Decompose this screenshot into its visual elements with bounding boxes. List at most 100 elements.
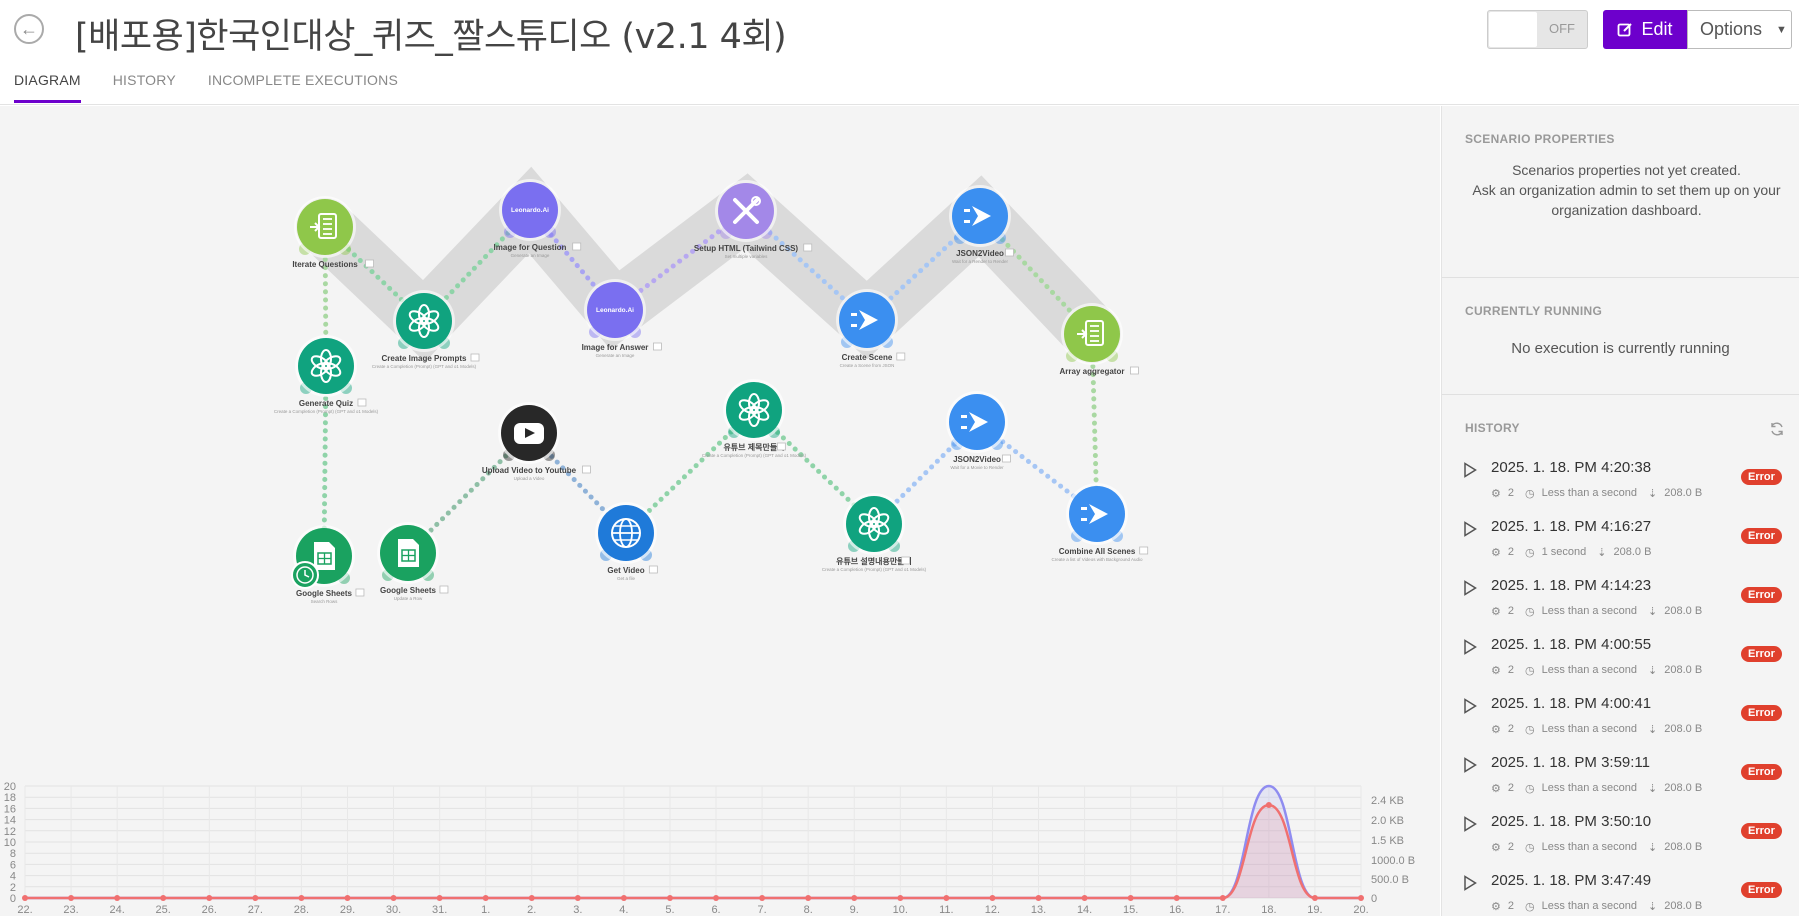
edit-button[interactable]: Edit <box>1603 10 1687 49</box>
history-item[interactable]: 2025. 1. 18. PM 4:16:27⚙2◷1 second⇣208.0… <box>1442 508 1799 567</box>
y-tick-label: 16 <box>4 803 16 815</box>
note-icon[interactable] <box>901 556 911 565</box>
edit-label: Edit <box>1641 19 1673 39</box>
history-item[interactable]: 2025. 1. 18. PM 4:00:55⚙2◷Less than a se… <box>1442 626 1799 685</box>
play-icon[interactable] <box>1463 521 1477 537</box>
note-icon[interactable] <box>896 352 906 361</box>
note-icon[interactable] <box>1005 248 1014 257</box>
clock-icon: ◷ <box>1525 547 1535 559</box>
note-icon[interactable] <box>803 243 813 252</box>
series-point <box>1173 895 1180 901</box>
data-size: 208.0 B <box>1664 723 1703 735</box>
history-item[interactable]: 2025. 1. 18. PM 3:50:10⚙2◷Less than a se… <box>1442 803 1799 862</box>
tab-history[interactable]: HISTORY <box>112 72 176 88</box>
play-icon[interactable] <box>1463 639 1477 655</box>
openai-icon <box>298 338 354 394</box>
history-item[interactable]: 2025. 1. 18. PM 3:47:49⚙2◷Less than a se… <box>1442 862 1799 916</box>
schedule-clock-icon[interactable] <box>291 561 319 589</box>
note-icon[interactable] <box>582 465 591 474</box>
tab-diagram[interactable]: DIAGRAM <box>14 72 81 103</box>
transfer-icon: ⇣ <box>1597 547 1607 559</box>
y2-tick-label: 1000.0 B <box>1371 855 1415 867</box>
status-badge: Error <box>1741 646 1782 662</box>
module-label: JSON2Video <box>956 249 1004 258</box>
play-icon[interactable] <box>1463 757 1477 773</box>
note-icon[interactable] <box>572 242 582 251</box>
tab-incomplete-executions[interactable]: INCOMPLETE EXECUTIONS <box>207 72 398 88</box>
leonardo-ai-icon <box>502 182 558 238</box>
play-icon[interactable] <box>1463 580 1477 596</box>
operations-icon: ⚙ <box>1491 606 1501 618</box>
module-connection[interactable] <box>321 363 329 559</box>
series-point <box>1265 802 1272 809</box>
module-label: Google Sheets <box>296 589 353 598</box>
note-icon[interactable] <box>653 342 662 351</box>
history-item[interactable]: 2025. 1. 18. PM 3:59:11⚙2◷Less than a se… <box>1442 744 1799 803</box>
module-label: Iterate Questions <box>292 260 358 269</box>
play-icon[interactable] <box>1463 698 1477 714</box>
module-label: Setup HTML (Tailwind CSS) <box>694 244 798 253</box>
transfer-icon: ⇣ <box>1648 724 1658 736</box>
play-icon[interactable] <box>1463 875 1477 891</box>
module-label: 유튜브 제목만들기 <box>723 442 784 452</box>
note-icon[interactable] <box>439 585 449 594</box>
operations-count: 2 <box>1507 605 1514 617</box>
note-icon[interactable] <box>355 588 365 597</box>
y2-tick-label: 2.4 KB <box>1371 795 1404 807</box>
openai-icon <box>396 293 452 349</box>
note-icon[interactable] <box>1139 546 1149 555</box>
options-dropdown[interactable]: Options ▼ <box>1687 10 1792 49</box>
refresh-icon[interactable] <box>1769 421 1785 437</box>
y-tick-label: 10 <box>4 837 16 849</box>
note-icon[interactable] <box>1002 454 1011 463</box>
history-meta: ⚙2◷Less than a second⇣208.0 B <box>1491 723 1702 736</box>
y2-tick-label: 500.0 B <box>1371 874 1409 886</box>
note-icon[interactable] <box>470 353 480 362</box>
module-node[interactable]: Array aggregator <box>1060 303 1139 376</box>
note-icon[interactable] <box>365 259 374 268</box>
x-tick-label: 6. <box>711 904 720 916</box>
scheduling-toggle[interactable]: OFF <box>1487 10 1588 49</box>
duration: Less than a second <box>1541 723 1638 735</box>
history-item[interactable]: 2025. 1. 18. PM 4:20:38⚙2◷Less than a se… <box>1442 449 1799 508</box>
play-icon[interactable] <box>1463 462 1477 478</box>
history-section: HISTORY 2025. 1. 18. PM 4:20:38⚙2◷Less t… <box>1442 395 1799 916</box>
note-icon[interactable] <box>776 442 786 451</box>
history-item[interactable]: 2025. 1. 18. PM 4:14:23⚙2◷Less than a se… <box>1442 567 1799 626</box>
aggregator-icon <box>1064 306 1120 362</box>
properties-message-line: Ask an organization admin to set them up… <box>1472 182 1781 198</box>
series-point <box>851 895 858 901</box>
module-node[interactable]: Setup HTML (Tailwind CSS)Set multiple va… <box>694 180 813 259</box>
back-button[interactable]: ← <box>14 14 44 44</box>
history-meta: ⚙2◷Less than a second⇣208.0 B <box>1491 605 1702 618</box>
note-icon[interactable] <box>357 398 367 407</box>
play-icon[interactable] <box>1463 816 1477 832</box>
svg-text:Leonardo.Ai: Leonardo.Ai <box>596 307 634 314</box>
series-point <box>528 895 535 901</box>
module-node[interactable]: Iterate Questions <box>292 196 374 269</box>
x-tick-label: 13. <box>1031 904 1046 916</box>
note-icon[interactable] <box>648 565 658 574</box>
history-item[interactable]: 2025. 1. 18. PM 4:00:41⚙2◷Less than a se… <box>1442 685 1799 744</box>
duration: Less than a second <box>1541 605 1638 617</box>
history-meta: ⚙2◷Less than a second⇣208.0 B <box>1491 664 1702 677</box>
operations-icon: ⚙ <box>1491 547 1501 559</box>
note-icon[interactable] <box>1130 366 1139 375</box>
duration: Less than a second <box>1541 664 1638 676</box>
